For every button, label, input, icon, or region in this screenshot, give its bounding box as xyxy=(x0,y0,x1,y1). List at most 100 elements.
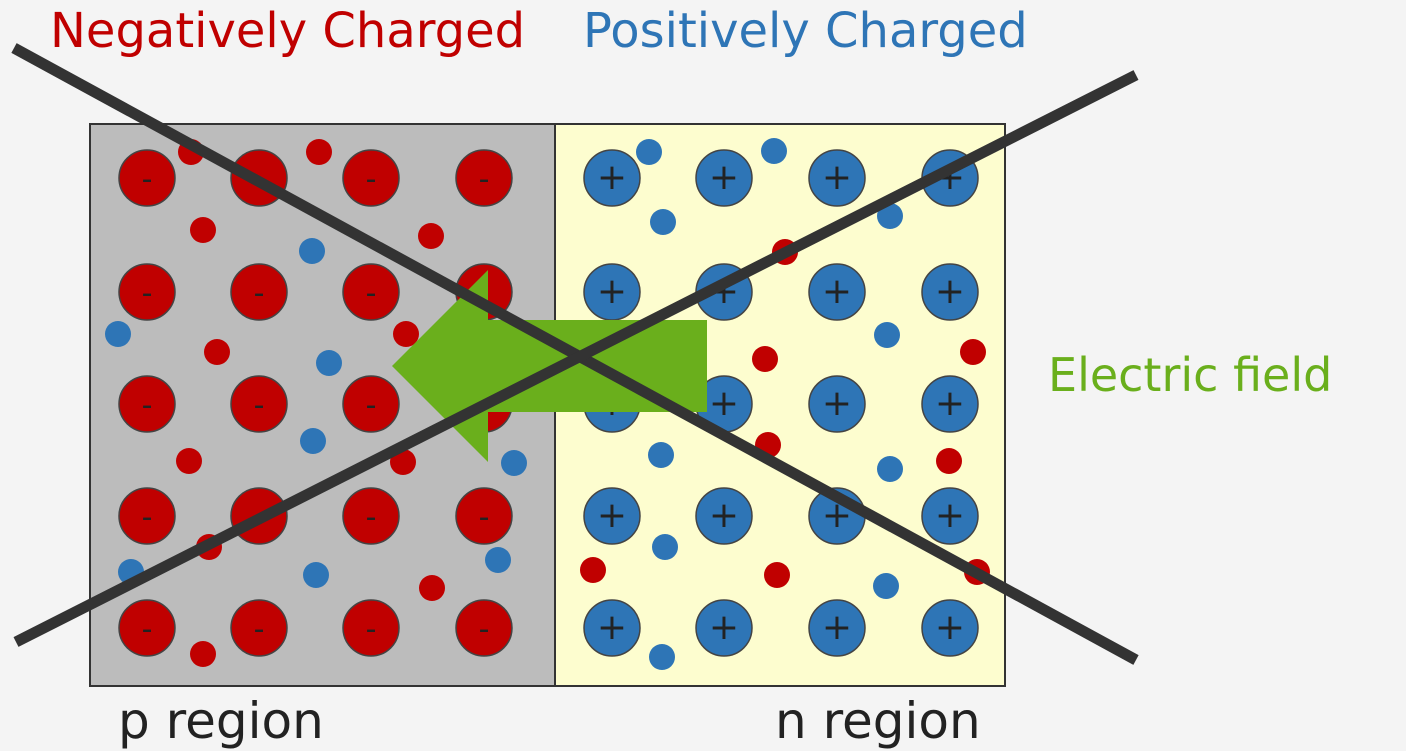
hole-dot xyxy=(300,428,326,454)
fixed-ion-grid: ----++++----++++----++++----++++----++++ xyxy=(118,149,979,657)
acceptor-ion-sign: - xyxy=(479,162,490,197)
donor-ion-sign: + xyxy=(822,607,852,648)
acceptor-ion: - xyxy=(118,149,176,207)
acceptor-ion: - xyxy=(342,149,400,207)
acceptor-ion-sign: - xyxy=(142,500,153,535)
electron-dot xyxy=(936,448,962,474)
hole-dot xyxy=(874,322,900,348)
acceptor-ion-disc xyxy=(118,375,176,433)
donor-ion-disc xyxy=(695,149,753,207)
hole-dot xyxy=(649,644,675,670)
hole-dot xyxy=(652,534,678,560)
donor-ion: + xyxy=(583,149,641,207)
donor-ion-sign: + xyxy=(822,157,852,198)
acceptor-ion-sign: - xyxy=(254,388,265,423)
donor-ion-disc xyxy=(808,599,866,657)
donor-ion-sign: + xyxy=(709,157,739,198)
acceptor-ion: - xyxy=(342,487,400,545)
acceptor-ion-sign: - xyxy=(479,612,490,647)
acceptor-ion-sign: - xyxy=(142,612,153,647)
donor-ion-disc xyxy=(808,375,866,433)
hole-dot xyxy=(877,203,903,229)
electron-dot xyxy=(419,575,445,601)
donor-ion-sign: + xyxy=(935,607,965,648)
acceptor-ion-disc xyxy=(230,375,288,433)
donor-ion-sign: + xyxy=(822,383,852,424)
donor-ion: + xyxy=(695,599,753,657)
donor-ion: + xyxy=(695,487,753,545)
electron-dot xyxy=(752,346,778,372)
donor-ion-disc xyxy=(921,263,979,321)
acceptor-ion-sign: - xyxy=(479,500,490,535)
donor-ion: + xyxy=(808,263,866,321)
hole-dot xyxy=(303,562,329,588)
donor-ion-disc xyxy=(695,487,753,545)
acceptor-ion-disc xyxy=(230,599,288,657)
acceptor-ion-disc xyxy=(118,149,176,207)
donor-ion: + xyxy=(583,263,641,321)
hole-dot xyxy=(316,350,342,376)
acceptor-ion: - xyxy=(118,263,176,321)
acceptor-ion-sign: - xyxy=(366,388,377,423)
donor-ion-sign: + xyxy=(597,607,627,648)
acceptor-ion-disc xyxy=(455,149,513,207)
donor-ion-sign: + xyxy=(709,495,739,536)
hole-dot xyxy=(636,139,662,165)
donor-ion-sign: + xyxy=(822,271,852,312)
negatively-charged-label: Negatively Charged xyxy=(50,3,525,59)
electron-dot xyxy=(176,448,202,474)
acceptor-ion: - xyxy=(342,375,400,433)
acceptor-ion-sign: - xyxy=(366,276,377,311)
acceptor-ion-sign: - xyxy=(254,276,265,311)
hole-dot xyxy=(485,547,511,573)
donor-ion: + xyxy=(695,149,753,207)
acceptor-ion-disc xyxy=(342,263,400,321)
acceptor-ion: - xyxy=(342,599,400,657)
acceptor-ion: - xyxy=(455,599,513,657)
hole-dot xyxy=(501,450,527,476)
donor-ion-disc xyxy=(583,149,641,207)
acceptor-ion-sign: - xyxy=(142,388,153,423)
acceptor-ion-sign: - xyxy=(366,500,377,535)
hole-dot xyxy=(648,442,674,468)
acceptor-ion-disc xyxy=(342,149,400,207)
donor-ion: + xyxy=(808,375,866,433)
donor-ion: + xyxy=(583,599,641,657)
donor-ion-disc xyxy=(583,487,641,545)
donor-ion: + xyxy=(921,263,979,321)
electric-field-label: Electric field xyxy=(1048,348,1332,402)
acceptor-ion: - xyxy=(455,487,513,545)
acceptor-ion-disc xyxy=(342,487,400,545)
acceptor-ion: - xyxy=(230,599,288,657)
hole-dot xyxy=(877,456,903,482)
electron-dot xyxy=(580,557,606,583)
electron-dot xyxy=(960,339,986,365)
acceptor-ion-sign: - xyxy=(254,612,265,647)
acceptor-ion-disc xyxy=(455,599,513,657)
donor-ion-disc xyxy=(695,599,753,657)
acceptor-ion: - xyxy=(118,599,176,657)
donor-ion: + xyxy=(921,487,979,545)
electron-dot xyxy=(190,217,216,243)
hole-dot xyxy=(650,209,676,235)
donor-ion-disc xyxy=(808,149,866,207)
n-region-label: n region xyxy=(775,692,981,750)
donor-ion: + xyxy=(921,599,979,657)
donor-ion: + xyxy=(583,487,641,545)
donor-ion: + xyxy=(808,149,866,207)
electron-dot xyxy=(393,321,419,347)
donor-ion-sign: + xyxy=(709,607,739,648)
acceptor-ion: - xyxy=(118,375,176,433)
donor-ion-disc xyxy=(583,599,641,657)
acceptor-ion-disc xyxy=(455,487,513,545)
acceptor-ion: - xyxy=(230,263,288,321)
hole-dot xyxy=(873,573,899,599)
hole-dot xyxy=(761,138,787,164)
donor-ion: + xyxy=(921,375,979,433)
hole-dot xyxy=(105,321,131,347)
acceptor-ion-disc xyxy=(342,375,400,433)
donor-ion-disc xyxy=(921,487,979,545)
donor-ion-sign: + xyxy=(935,383,965,424)
acceptor-ion: - xyxy=(230,375,288,433)
